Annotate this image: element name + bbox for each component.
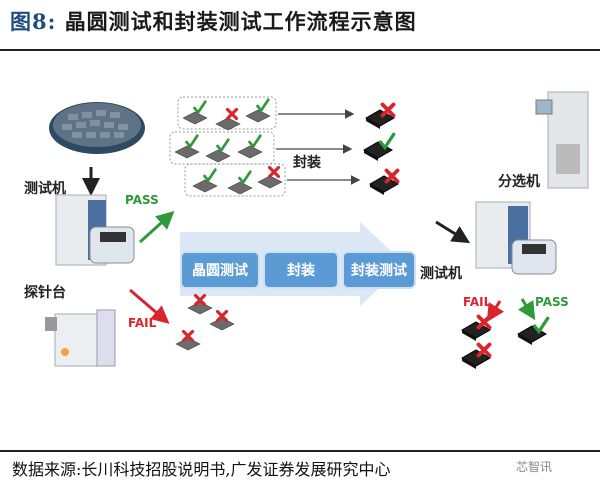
handler-machine [535, 91, 589, 189]
die [187, 301, 213, 315]
die [209, 317, 235, 331]
fail-arrow-right [486, 300, 504, 323]
wafer-die-3-2 [227, 170, 253, 195]
prober-machine [45, 309, 116, 367]
die-group-3 [184, 163, 286, 197]
fail-cross-icon [380, 102, 396, 118]
failed-die-1 [187, 293, 213, 315]
pass-check-icon [193, 100, 207, 115]
label-tester-left: 测试机 [24, 181, 66, 197]
wafer-die-1-3 [245, 98, 271, 123]
arrow-to-tester-right [435, 220, 471, 244]
label-handler: 分选机 [498, 174, 540, 190]
fail-cross-icon [181, 329, 195, 343]
failed-die-2 [209, 309, 235, 331]
die-group-2 [169, 131, 275, 165]
final-pass-chip-1 [516, 316, 550, 345]
packaged-chip-1 [364, 102, 396, 129]
wafer-image [49, 102, 145, 154]
wafer-die-2-1 [174, 134, 200, 159]
die [237, 145, 263, 159]
wafer-die-2-3 [237, 134, 263, 159]
figure-title-text: 晶圆测试和封装测试工作流程示意图 [64, 9, 417, 34]
die [257, 175, 283, 189]
pass-check-icon [203, 168, 217, 183]
label-prober: 探针台 [24, 285, 66, 301]
tester-machine-right [475, 201, 557, 275]
wafer-die-1-2 [215, 107, 241, 131]
wafer-die-1-1 [182, 100, 208, 125]
pass-check-icon [238, 170, 252, 185]
pass-check-icon [185, 134, 199, 149]
bottom-rule [0, 450, 600, 452]
pass-arrow-right [518, 298, 536, 321]
die [245, 109, 271, 123]
figure-number: 图8: [10, 9, 57, 34]
wafer-die-2-2 [205, 138, 231, 163]
pass-arrow-left [138, 210, 175, 244]
figure-title: 图8: 晶圆测试和封装测试工作流程示意图 [10, 6, 417, 36]
tester-machine-left [55, 194, 135, 266]
pass-check-icon [256, 98, 270, 113]
wafer-die-3-3 [257, 165, 283, 189]
fail-cross-icon [225, 107, 239, 121]
die [192, 179, 218, 193]
watermark: 芯智讯 [516, 460, 553, 474]
fail-cross-icon [476, 342, 492, 358]
fail-cross-icon [215, 309, 229, 323]
pass-check-icon [532, 316, 550, 335]
die [227, 181, 253, 195]
die [205, 149, 231, 163]
label-fail-left: FAIL [128, 316, 157, 330]
die [215, 117, 241, 131]
label-pass-right: PASS [535, 295, 569, 309]
packaged-chip-2 [362, 132, 396, 161]
fail-cross-icon [193, 293, 207, 307]
failed-die-3 [175, 329, 201, 351]
packaged-chip-3 [368, 168, 400, 195]
label-tester-right: 测试机 [420, 266, 462, 282]
stage-packaging: 封装 [263, 251, 339, 289]
die [175, 337, 201, 351]
workflow-diagram [45, 91, 589, 369]
pass-check-icon [378, 132, 396, 151]
stage-package-test: 封装测试 [342, 251, 416, 289]
top-rule [0, 49, 600, 51]
fail-cross-icon [267, 165, 281, 179]
pass-check-icon [216, 138, 230, 153]
wafer-die-3-1 [192, 168, 218, 193]
die [174, 145, 200, 159]
stage-wafer-test: 晶圆测试 [180, 251, 260, 289]
final-fail-chip-1 [460, 314, 492, 341]
final-fail-chip-2 [460, 342, 492, 369]
fail-cross-icon [384, 168, 400, 184]
label-fail-right: FAIL [463, 295, 492, 309]
pass-check-icon [248, 134, 262, 149]
source-note: 数据来源:长川科技招股说明书,广发证券发展研究中心 [12, 460, 391, 479]
fail-arrow-left [129, 288, 170, 324]
label-pass-left: PASS [125, 193, 159, 207]
fail-cross-icon [476, 314, 492, 330]
die [182, 111, 208, 125]
label-packaging: 封装 [293, 155, 321, 171]
